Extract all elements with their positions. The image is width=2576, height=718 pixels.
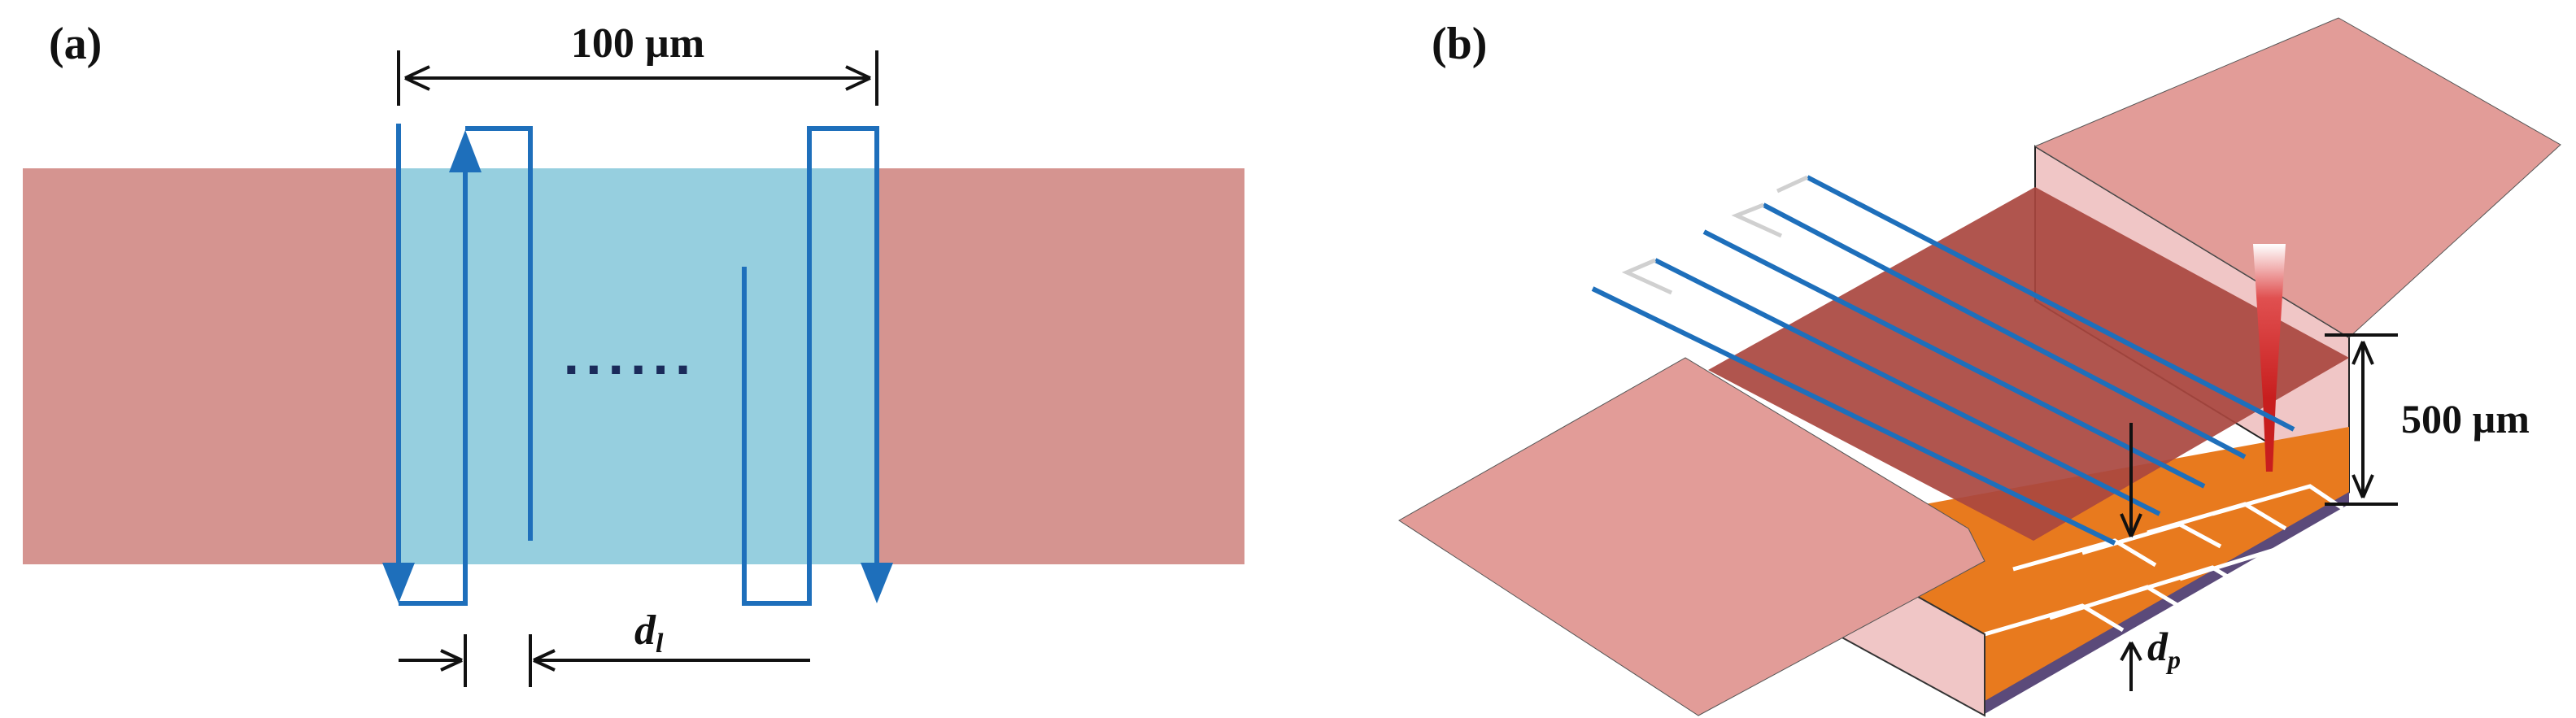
pitch-dimension — [2120, 423, 2142, 691]
scan-line-2 — [399, 154, 468, 606]
left-top-plate — [1398, 357, 1985, 716]
panel-a-label: (a) — [49, 19, 102, 69]
scan-line-4 — [742, 126, 879, 606]
spacing-dimension — [399, 634, 810, 687]
width-label: 100 µm — [571, 20, 704, 67]
ellipsis-dots: ...... — [564, 323, 698, 386]
scan-arrowheads — [382, 130, 893, 603]
depth-dimension — [2325, 333, 2398, 506]
width-dimension — [397, 50, 878, 106]
scan-path — [396, 124, 879, 606]
scan-line-3 — [465, 126, 533, 541]
trench-pattern-lines — [1984, 484, 2344, 637]
right-top-plate — [2033, 17, 2561, 338]
depth-label: 500 µm — [2401, 396, 2530, 442]
arrow-down-left — [382, 563, 415, 603]
panel-b-label: (b) — [1432, 19, 1487, 69]
top-slab — [1708, 187, 2349, 541]
laser-beam — [2253, 244, 2286, 398]
scan-region — [399, 168, 877, 564]
panel-a: (a) 100 µm ...... — [23, 19, 1244, 687]
scan-lines-3d — [1591, 175, 2295, 546]
panel-b: (b) — [1398, 17, 2561, 717]
spacing-label: dl — [634, 607, 664, 659]
trench-orange-layer — [1769, 427, 2349, 701]
pitch-label: dp — [2147, 624, 2181, 674]
arrow-down-right — [861, 563, 893, 603]
scan-return-lines — [1621, 175, 1809, 295]
arrow-up — [449, 130, 482, 172]
